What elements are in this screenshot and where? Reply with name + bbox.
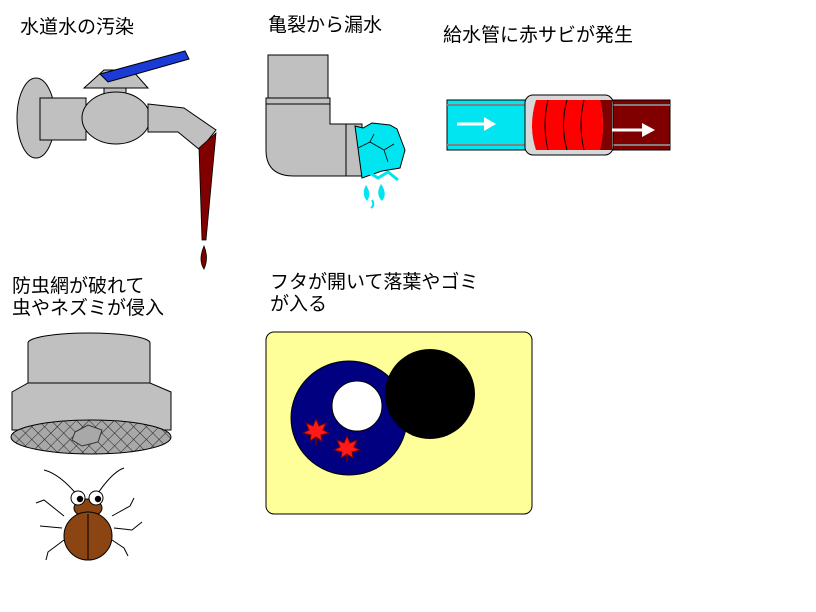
label-crack-leak: 亀裂から漏水	[268, 14, 383, 36]
faucet-icon	[16, 50, 217, 270]
rusted-pipe-icon	[446, 94, 671, 156]
pipe-elbow-icon	[265, 54, 406, 209]
label-pipe-rust: 給水管に赤サビが発生	[443, 24, 634, 46]
label-screen-broken-2: 虫やネズミが侵入	[12, 297, 165, 319]
cockroach-icon	[35, 467, 143, 561]
label-tap-contamination: 水道水の汚染	[20, 16, 135, 38]
vent-cap-icon	[10, 332, 172, 455]
label-lid-open-1: フタが開いて落葉やゴミ	[270, 271, 479, 293]
label-screen-broken-1: 防虫網が破れて	[12, 275, 145, 297]
label-lid-open-2: が入る	[270, 293, 328, 315]
tank-lid-icon	[265, 331, 533, 515]
